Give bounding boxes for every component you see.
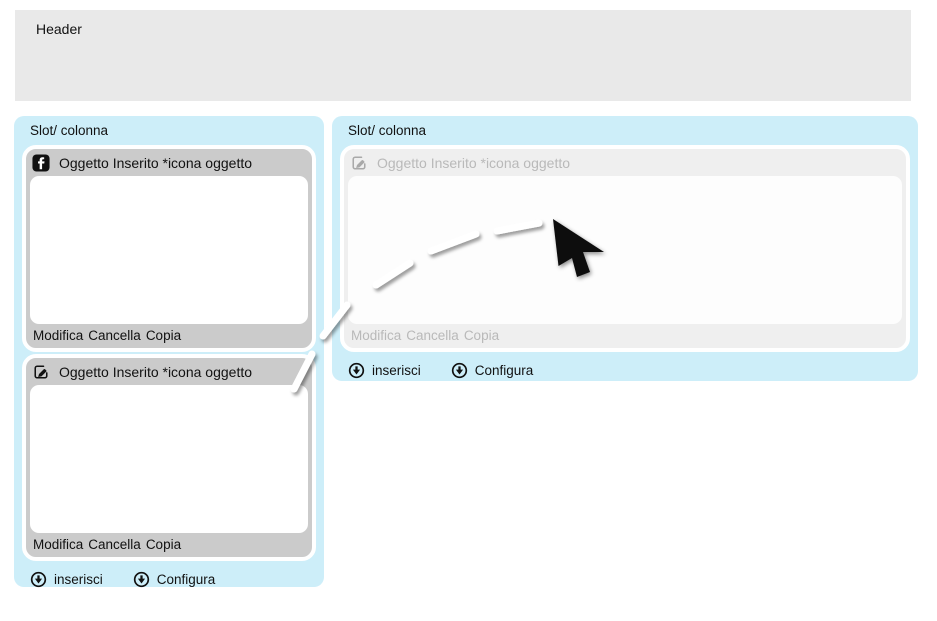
panel-actions: inserisci Configura [14, 563, 324, 596]
inserted-object-card-edit[interactable]: Oggetto Inserito *icona oggetto Modifica… [22, 354, 316, 561]
cancella-action: Cancella [406, 328, 459, 343]
modifica-action[interactable]: Modifica [33, 537, 84, 552]
header-title: Header [36, 21, 82, 37]
card-title: Oggetto Inserito *icona oggetto [59, 155, 253, 171]
circle-down-arrow-icon [348, 362, 365, 379]
edit-document-icon [350, 154, 368, 172]
card-title: Oggetto Inserito *icona oggetto [59, 364, 253, 380]
configura-label: Configura [474, 363, 534, 378]
card-actions: Modifica Cancella Copia [26, 533, 312, 557]
configura-label: Configura [156, 572, 216, 587]
slot-column-right[interactable]: Slot/ colonna Oggetto Inserito *icona og… [332, 116, 918, 381]
drop-preview-card: Oggetto Inserito *icona oggetto Modifica… [340, 145, 910, 352]
cancella-action[interactable]: Cancella [88, 328, 141, 343]
inserisci-button[interactable]: inserisci [348, 362, 421, 379]
card-title: Oggetto Inserito *icona oggetto [377, 155, 571, 171]
circle-down-arrow-icon [133, 571, 150, 588]
inserisci-label: inserisci [54, 572, 103, 587]
card-content-area [348, 176, 902, 324]
slot-column-left[interactable]: Slot/ colonna Oggetto Inserito *icona og… [14, 116, 324, 588]
card-header: Oggetto Inserito *icona oggetto [26, 149, 312, 176]
inserted-object-card-facebook[interactable]: Oggetto Inserito *icona oggetto Modifica… [22, 145, 316, 352]
modifica-action: Modifica [351, 328, 402, 343]
copia-action[interactable]: Copia [145, 328, 182, 343]
card-list: Oggetto Inserito *icona oggetto Modifica… [332, 145, 918, 352]
panel-title: Slot/ colonna [30, 123, 109, 138]
copia-action[interactable]: Copia [145, 537, 182, 552]
card-list: Oggetto Inserito *icona oggetto Modifica… [14, 145, 324, 561]
page-header: Header [15, 10, 911, 101]
circle-down-arrow-icon [30, 571, 47, 588]
card-actions: Modifica Cancella Copia [26, 324, 312, 348]
card-content-area [30, 176, 308, 324]
circle-down-arrow-icon [451, 362, 468, 379]
copia-action: Copia [463, 328, 500, 343]
card-header: Oggetto Inserito *icona oggetto [26, 358, 312, 385]
facebook-icon [32, 154, 50, 172]
card-content-area [30, 385, 308, 533]
edit-document-icon [32, 363, 50, 381]
panel-title: Slot/ colonna [348, 123, 427, 138]
configura-button[interactable]: Configura [133, 571, 216, 588]
configura-button[interactable]: Configura [451, 362, 534, 379]
modifica-action[interactable]: Modifica [33, 328, 84, 343]
card-actions: Modifica Cancella Copia [344, 324, 906, 348]
cancella-action[interactable]: Cancella [88, 537, 141, 552]
inserisci-button[interactable]: inserisci [30, 571, 103, 588]
inserisci-label: inserisci [372, 363, 421, 378]
card-header: Oggetto Inserito *icona oggetto [344, 149, 906, 176]
panel-actions: inserisci Configura [332, 354, 918, 387]
